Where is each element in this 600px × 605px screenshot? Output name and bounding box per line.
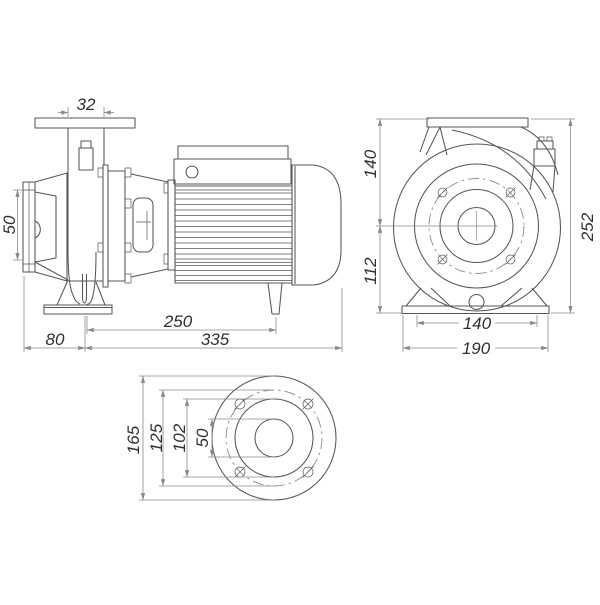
cable-gland [185, 165, 199, 179]
motor-flange-bolts [163, 182, 169, 265]
ext-lines-50-flange [208, 418, 274, 458]
terminal-box-lid [177, 145, 289, 160]
dim-label-axis-to-base: 112 [361, 257, 380, 285]
dim-label-inlet-overhang: 80 [46, 330, 65, 349]
dim-label-axis-to-top: 140 [361, 149, 380, 178]
dim-label-body-length: 335 [201, 330, 230, 349]
motor-end-cap [291, 164, 342, 286]
centerlines-front [376, 211, 498, 241]
casing-bolts [97, 167, 132, 284]
suction-cone [34, 172, 69, 282]
bolt-circle-front [428, 178, 525, 274]
ext-lines-165 [139, 375, 274, 501]
dim-label-foot-hole-spacing: 140 [463, 314, 492, 333]
dim-label-base-width: 190 [462, 339, 491, 358]
side-view-dimensions: 32 50 250 80 335 [0, 95, 343, 352]
bolt-holes-front [437, 187, 516, 265]
casing-flange-ring [107, 170, 126, 282]
dim-label-hub-diameter: 102 [170, 423, 189, 452]
dim-label-bg [459, 316, 495, 330]
base-hole [468, 293, 485, 311]
volute-front [67, 251, 103, 306]
flange-bore-circle [254, 418, 294, 458]
vent-plug-body [78, 147, 94, 171]
volute-outline [392, 143, 562, 312]
motor-leg [267, 282, 283, 315]
plug-nubs [538, 136, 553, 141]
dim-label-bg [457, 341, 495, 355]
front-view: 140 112 252 140 190 [361, 117, 597, 358]
dim-label-suction-height: 50 [0, 215, 19, 234]
discharge-neck [67, 128, 105, 305]
discharge-flange-front [426, 117, 529, 128]
motor-fins [175, 189, 292, 281]
dim-label-total-height: 252 [578, 212, 597, 242]
dim-label-port-width: 32 [77, 95, 96, 114]
bracket-window-cross [136, 211, 151, 240]
plug-body [533, 148, 556, 167]
dim-label-outer-diameter: 165 [124, 425, 143, 454]
front-view-dimensions: 140 112 252 140 190 [361, 118, 597, 358]
dim-label-bore-diameter: 50 [193, 428, 212, 447]
base-feet-gussets [405, 287, 548, 307]
flange-bolt-holes [234, 398, 314, 478]
base-plate [401, 305, 550, 315]
flange-hub-circle [234, 398, 314, 478]
bracket-window [132, 197, 154, 253]
motor-body [174, 185, 293, 284]
plug-cap [536, 140, 554, 150]
pump-foot [43, 279, 113, 315]
discharge-neck-front [419, 126, 559, 200]
discharge-flange [34, 117, 136, 129]
flange-view-dimensions: 165 125 102 50 [124, 375, 274, 501]
ext-lines-125 [159, 389, 274, 487]
side-view: 32 50 250 80 335 [0, 95, 343, 352]
terminal-box [173, 158, 292, 185]
bracket [130, 173, 169, 278]
ext-lines-190 [402, 315, 549, 352]
vent-plug-cap [80, 140, 92, 149]
flange-view: 165 125 102 50 [124, 375, 337, 501]
dim-label-foot-span: 250 [163, 312, 193, 331]
casing-cover [102, 164, 109, 288]
flange-outer-circle [211, 375, 337, 501]
motor-flange [167, 179, 176, 271]
plug-boss [529, 165, 556, 193]
ext-lines-102 [183, 398, 274, 478]
suction-flange-detail [23, 182, 35, 272]
dim-label-bolt-circle: 125 [147, 423, 166, 452]
